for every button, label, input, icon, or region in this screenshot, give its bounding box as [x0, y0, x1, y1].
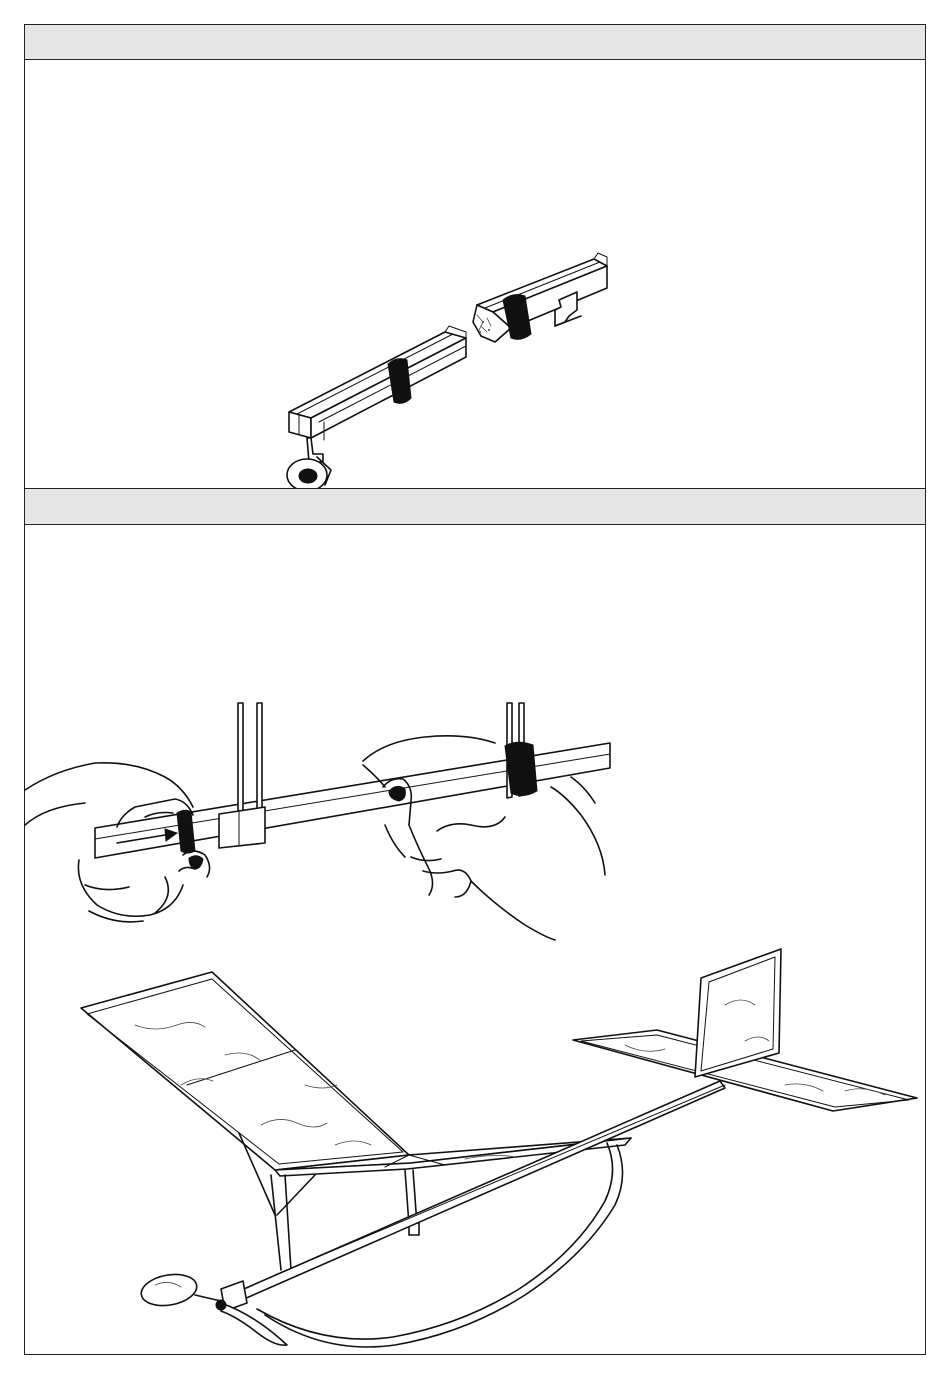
hands-attaching-wing-illustration: [25, 703, 610, 940]
section-header-1: [25, 25, 925, 60]
motor-stick-rear-piece: [473, 253, 607, 342]
motor-stick-illustration: [25, 60, 927, 488]
page-frame: [24, 24, 926, 1355]
prop-hanger-bracket: [287, 438, 331, 491]
assembly-illustration: [25, 525, 927, 1354]
section-body-2: [25, 525, 925, 1354]
assembled-airplane-illustration: [81, 949, 917, 1347]
section-body-1: [25, 60, 925, 488]
motor-stick-front-piece: [289, 326, 466, 440]
section-header-2: [25, 488, 925, 525]
